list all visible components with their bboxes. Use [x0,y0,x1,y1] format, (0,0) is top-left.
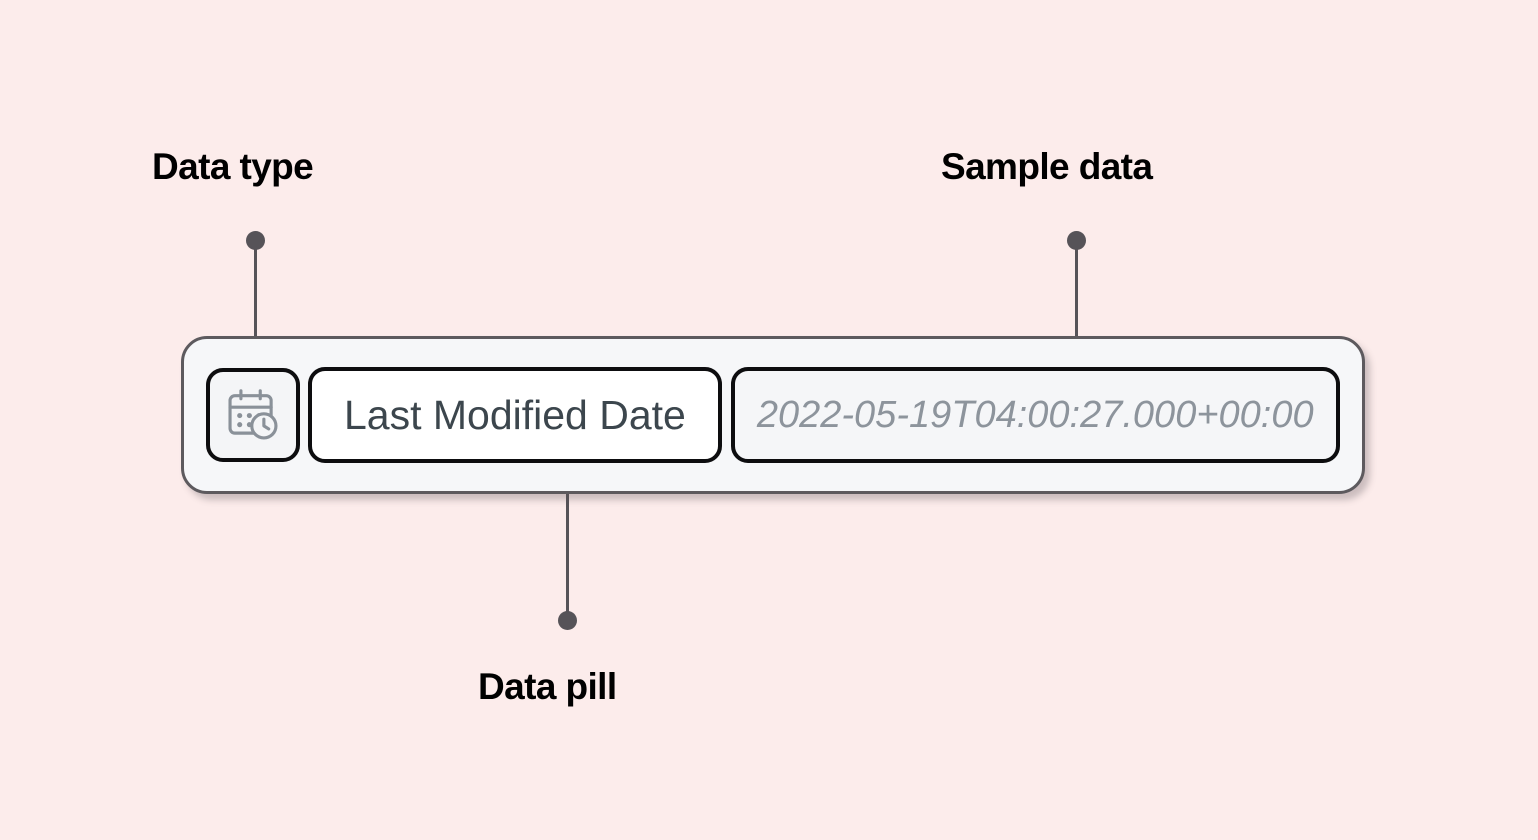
data-pill[interactable]: Last Modified Date [308,367,722,463]
leader-line-data-type [254,243,257,374]
leader-dot-data-type [246,231,265,250]
leader-line-sample-data [1075,243,1078,374]
sample-data-value: 2022-05-19T04:00:27.000+00:00 [756,394,1314,436]
annotation-label-data-type: Data type [152,146,314,187]
leader-dot-sample-data [1067,231,1086,250]
field-mapping-row: Last Modified Date 2022-05-19T04:00:27.0… [181,336,1365,494]
leader-dot-data-pill [558,611,577,630]
sample-data-box[interactable]: 2022-05-19T04:00:27.000+00:00 [730,367,1340,463]
leader-line-data-pill [566,466,569,623]
data-pill-label: Last Modified Date [344,391,686,438]
data-type-chip[interactable] [206,368,300,462]
annotation-label-data-pill: Data pill [478,666,617,707]
calendar-clock-icon [228,389,278,440]
annotation-label-sample-data: Sample data [941,146,1153,187]
